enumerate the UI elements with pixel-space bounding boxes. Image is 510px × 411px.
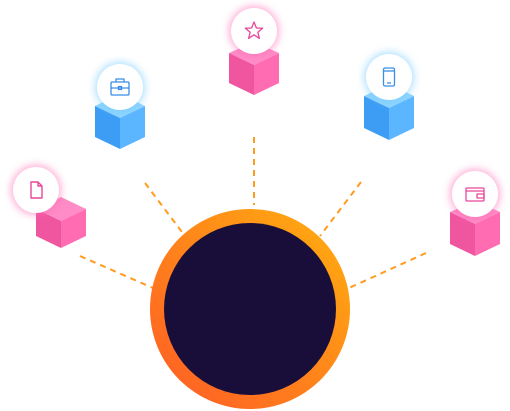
connector-lines <box>79 137 427 289</box>
icon-badge <box>452 171 498 217</box>
wallet-icon <box>465 187 485 202</box>
connector-briefcase <box>144 182 186 237</box>
icon-badge <box>366 54 412 100</box>
node-file[interactable] <box>11 165 86 248</box>
node-star[interactable] <box>229 6 279 95</box>
node-wallet[interactable] <box>450 169 500 256</box>
connector-mobile <box>319 181 362 237</box>
icon-badge <box>231 8 277 54</box>
hub <box>150 209 350 409</box>
connector-wallet <box>348 252 427 289</box>
node-mobile[interactable] <box>364 52 414 140</box>
hub-core <box>164 223 336 395</box>
node-briefcase[interactable] <box>95 62 145 149</box>
star-icon <box>244 21 264 40</box>
briefcase-icon <box>110 78 130 96</box>
connector-file <box>79 255 154 289</box>
mobile-icon <box>382 67 396 87</box>
file-icon <box>30 181 43 199</box>
icon-badge <box>13 167 59 213</box>
